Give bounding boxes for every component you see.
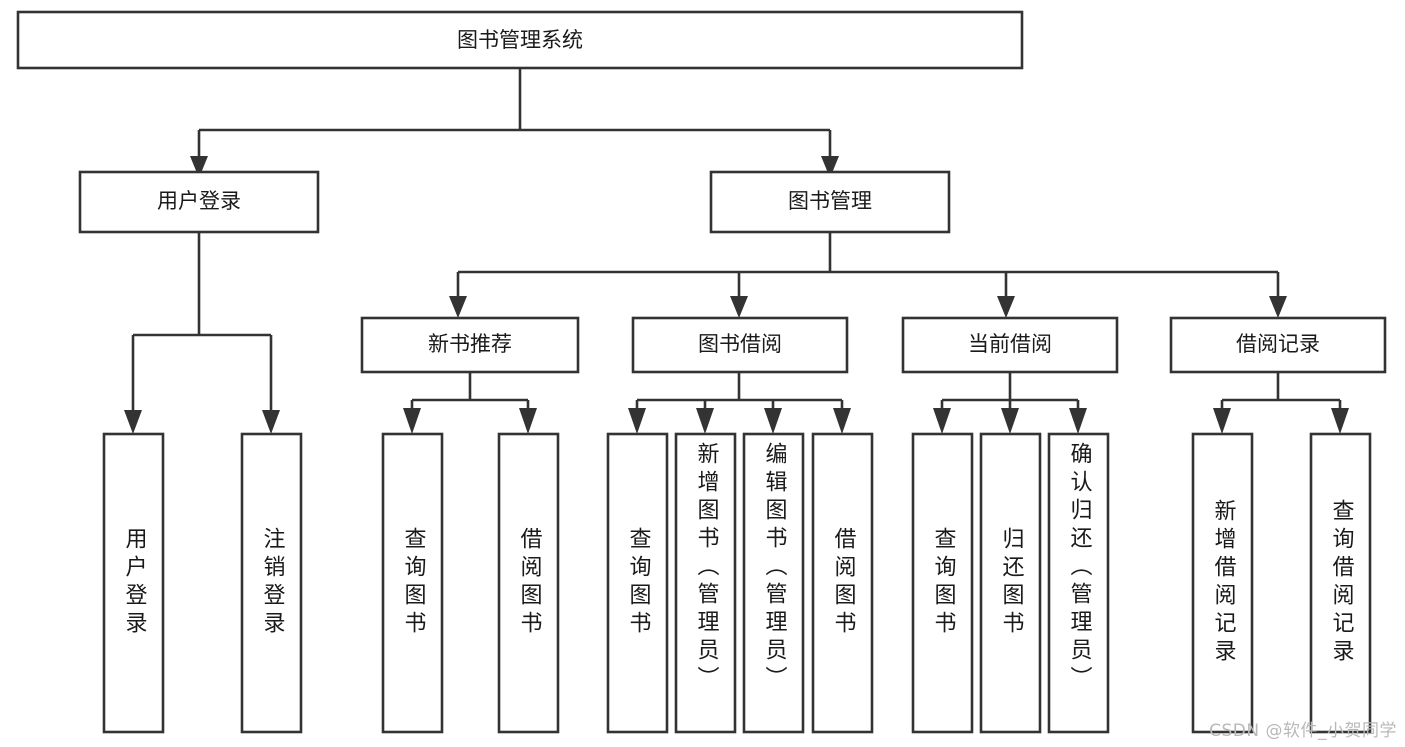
node-leaf-9-box[interactable]	[911, 432, 974, 734]
arrow-head-leaf-1	[124, 410, 142, 434]
arrow-head-leaf-2	[262, 410, 280, 434]
node-borrow-record[interactable]: 借阅记录	[1169, 316, 1387, 374]
node-borrow-record-box[interactable]	[1169, 316, 1387, 374]
node-current-borrow[interactable]: 当前借阅	[901, 316, 1119, 374]
node-leaf-3-box[interactable]	[381, 432, 444, 734]
arrow-head-leaf-3	[403, 408, 421, 434]
node-leaf-3[interactable]	[381, 432, 444, 734]
connector-layer	[124, 68, 1349, 434]
node-leaf-11-box[interactable]	[1047, 432, 1110, 734]
node-new-book-rec-label: 新书推荐	[428, 332, 512, 356]
arrow-head-new-book-rec	[449, 296, 467, 318]
node-root-box[interactable]	[16, 10, 1024, 70]
node-leaf-8-box[interactable]	[811, 432, 874, 734]
node-leaf-7-box[interactable]	[742, 432, 805, 734]
node-book-manage[interactable]: 图书管理	[709, 170, 951, 234]
node-leaf-9[interactable]	[911, 432, 974, 734]
node-root-label: 图书管理系统	[457, 28, 583, 52]
node-book-borrow-box[interactable]	[631, 316, 849, 374]
node-leaf-13-box[interactable]	[1309, 432, 1372, 734]
node-leaf-5-box[interactable]	[606, 432, 669, 734]
node-leaf-8[interactable]	[811, 432, 874, 734]
arrow-head-book-manage	[821, 156, 839, 178]
node-leaf-10[interactable]	[979, 432, 1042, 734]
node-leaf-6-box[interactable]	[674, 432, 737, 734]
node-user-login-label: 用户登录	[157, 189, 241, 213]
node-new-book-rec-box[interactable]	[360, 316, 580, 374]
node-leaf-6[interactable]	[674, 432, 737, 734]
node-leaf-1[interactable]	[102, 432, 165, 734]
node-leaf-4[interactable]	[497, 432, 560, 734]
csdn-watermark: CSDN @软件_小贺同学	[1209, 721, 1397, 741]
node-borrow-record-label: 借阅记录	[1236, 332, 1320, 356]
node-book-manage-box[interactable]	[709, 170, 951, 234]
node-leaf-11[interactable]	[1047, 432, 1110, 734]
node-leaf-10-box[interactable]	[979, 432, 1042, 734]
node-user-login[interactable]: 用户登录	[78, 170, 320, 234]
node-user-login-box[interactable]	[78, 170, 320, 234]
node-leaf-2-box[interactable]	[240, 432, 303, 734]
arrow-head-leaf-7	[764, 408, 782, 434]
arrow-head-borrow-record	[1269, 296, 1287, 318]
arrow-head-leaf-12	[1213, 408, 1231, 434]
node-root[interactable]: 图书管理系统	[16, 10, 1024, 70]
node-current-borrow-box[interactable]	[901, 316, 1119, 374]
arrow-head-leaf-8	[833, 408, 851, 434]
arrow-head-book-borrow	[730, 296, 748, 318]
arrow-head-leaf-11	[1069, 408, 1087, 434]
node-leaf-4-box[interactable]	[497, 432, 560, 734]
node-book-borrow[interactable]: 图书借阅	[631, 316, 849, 374]
arrow-head-leaf-13	[1331, 408, 1349, 434]
node-leaf-13[interactable]	[1309, 432, 1372, 734]
arrow-head-leaf-6	[696, 408, 714, 434]
node-current-borrow-label: 当前借阅	[968, 332, 1052, 356]
arrow-head-current-borrow	[997, 296, 1015, 318]
arrow-head-leaf-5	[628, 408, 646, 434]
node-leaf-7[interactable]	[742, 432, 805, 734]
arrow-head-leaf-4	[519, 408, 537, 434]
node-leaf-12-box[interactable]	[1191, 432, 1254, 734]
node-leaf-2[interactable]	[240, 432, 303, 734]
node-leaf-5[interactable]	[606, 432, 669, 734]
arrow-head-leaf-9	[933, 408, 951, 434]
node-book-manage-label: 图书管理	[788, 189, 872, 213]
node-book-borrow-label: 图书借阅	[698, 332, 782, 356]
arrow-head-leaf-10	[1001, 408, 1019, 434]
arrow-head-user-login	[190, 156, 208, 178]
node-leaf-1-box[interactable]	[102, 432, 165, 734]
node-leaf-12[interactable]	[1191, 432, 1254, 734]
node-new-book-rec[interactable]: 新书推荐	[360, 316, 580, 374]
